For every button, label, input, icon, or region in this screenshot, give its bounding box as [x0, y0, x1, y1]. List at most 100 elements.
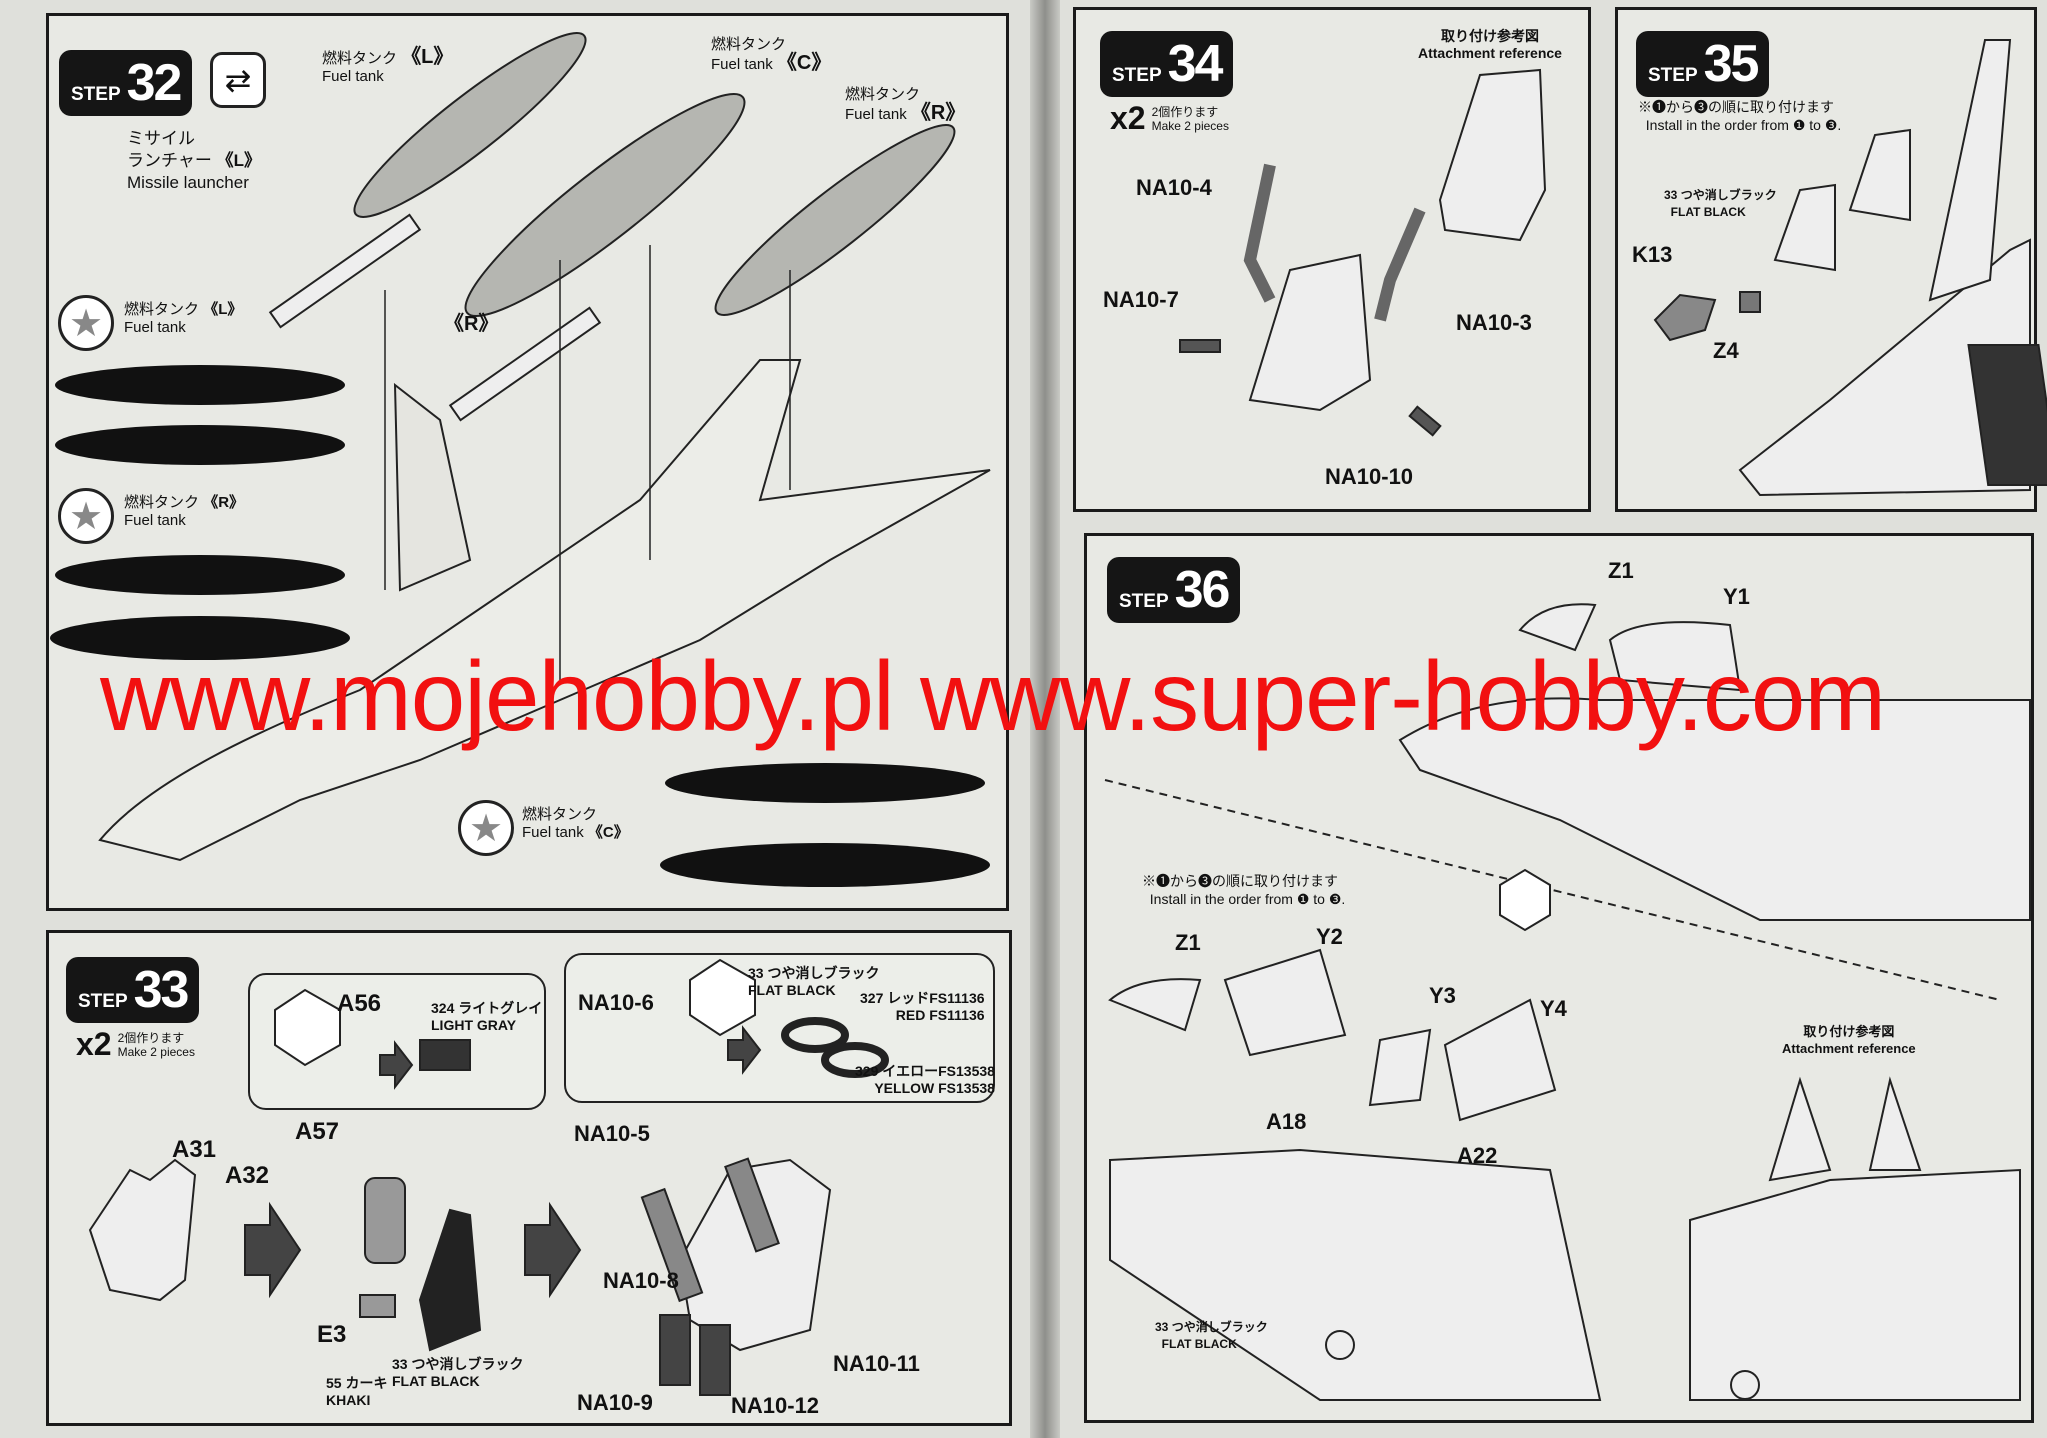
part-label-na10-5: NA10-5	[574, 1121, 650, 1146]
fuel-tank-l-label: 燃料タンク 《L》Fuel tank	[322, 46, 454, 85]
part-label-a56: A56	[337, 990, 382, 1017]
part-a57	[364, 1177, 406, 1264]
step-number: 33	[133, 961, 190, 1019]
detail-callout-na10-6	[564, 953, 995, 1103]
flip-aircraft-icon: ⇄	[210, 52, 266, 108]
part-label-na10-9: NA10-9	[577, 1390, 653, 1415]
harness-na10-3	[1374, 207, 1426, 322]
step-number: 32	[126, 54, 183, 112]
flip-icon	[1499, 868, 1551, 932]
part-label-z4: Z4	[1713, 338, 1739, 363]
fuselage-top	[1398, 697, 2031, 921]
part-y3	[1368, 1028, 1432, 1107]
arrow-icon	[727, 1025, 762, 1075]
part-label-a57: A57	[295, 1118, 340, 1145]
star-decal-icon: ★	[58, 295, 114, 351]
step-label: STEP	[1648, 65, 1698, 86]
part-label-a18: A18	[1266, 1109, 1307, 1134]
part-label-y3: Y3	[1429, 983, 1456, 1008]
decal-tank-c-1	[665, 763, 985, 803]
part-label-na10-12: NA10-12	[731, 1393, 820, 1418]
part-label-y4: Y4	[1540, 996, 1567, 1021]
part-label-na10-6: NA10-6	[578, 990, 654, 1015]
missile-launcher-r	[448, 306, 602, 422]
ejection-seat	[1248, 253, 1372, 412]
part-k13	[1653, 293, 1717, 342]
arrow-icon	[379, 1040, 414, 1090]
decal-l-label: 燃料タンク 《L》Fuel tank	[124, 301, 243, 336]
watermark-text: www.mojehobby.pl www.super-hobby.com	[100, 641, 1886, 751]
canopy-z1-top	[1518, 603, 1597, 652]
step-label: STEP	[1119, 591, 1169, 612]
install-order-note: ※❶から❸の順に取り付けます Install in the order from…	[1638, 99, 1842, 133]
paint-flat-black: 33 つや消しブラック FLAT BLACK	[1664, 188, 1777, 219]
step-number: 35	[1703, 35, 1760, 93]
decal-tank-l-2	[55, 425, 345, 465]
part-label-a22: A22	[1457, 1143, 1498, 1168]
missile-launcher-label: ミサイルランチャー 《L》Missile launcher	[127, 129, 261, 192]
part-z4	[1739, 291, 1761, 313]
part-label-a32: A32	[225, 1162, 270, 1189]
fuel-tank-r	[714, 124, 956, 316]
seat-assembled	[418, 1208, 482, 1352]
arrow-icon	[524, 1201, 582, 1299]
part-label-na10-3: NA10-3	[1456, 310, 1532, 335]
tail-fin	[1928, 39, 2012, 302]
cockpit-fuselage	[1738, 238, 2031, 497]
launcher-r-tag: 《R》	[444, 313, 499, 335]
ejection-seat-reference	[1438, 68, 1547, 242]
part-label-na10-8: NA10-8	[603, 1268, 679, 1293]
part-label-k13: K13	[1632, 242, 1673, 267]
step-label: STEP	[71, 84, 121, 105]
step-number: 36	[1174, 561, 1231, 619]
decal-tank-c-2	[660, 843, 990, 887]
canopy-y1-top	[1608, 621, 1742, 692]
harness-na10-4	[1243, 163, 1276, 303]
part-label-z1-top: Z1	[1608, 558, 1634, 583]
decal-tank-l-1	[55, 365, 345, 405]
paint-flat-black: 33 つや消しブラック FLAT BLACK	[1155, 1320, 1268, 1351]
page-gutter	[1030, 0, 1060, 1438]
reference-aircraft	[1689, 1168, 2021, 1401]
aircraft-outline	[98, 359, 991, 862]
star-decal-icon: ★	[58, 488, 114, 544]
step-label: STEP	[78, 991, 128, 1012]
fuselage-bottom	[1109, 1148, 1602, 1401]
fuel-tank-l	[353, 32, 587, 218]
part-label-na10-11: NA10-11	[833, 1351, 920, 1376]
part-label-na10-10: NA10-10	[1325, 464, 1414, 489]
part-label-na10-4: NA10-4	[1136, 175, 1212, 200]
star-decal-icon: ★	[458, 800, 514, 856]
missile-launcher-l	[268, 213, 422, 329]
fuel-tank-c	[464, 92, 746, 318]
part-label-na10-7: NA10-7	[1103, 287, 1179, 312]
canopy-y4	[1443, 998, 1557, 1122]
step-number: 34	[1167, 35, 1224, 93]
part-label-e3: E3	[317, 1321, 347, 1348]
decal-tank-r-1	[55, 555, 345, 595]
part-label-z1: Z1	[1175, 930, 1201, 955]
part-label-y1: Y1	[1723, 584, 1750, 609]
canopy-y2	[1223, 948, 1347, 1057]
